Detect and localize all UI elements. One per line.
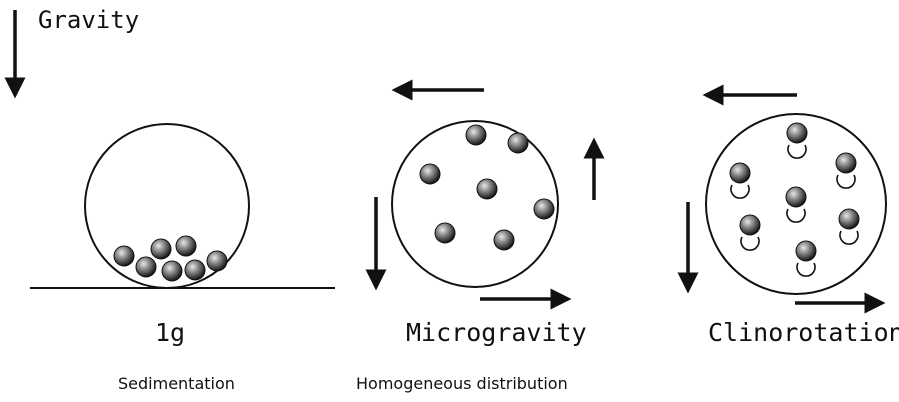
- vessel-circle: [84, 123, 250, 289]
- particle: [465, 124, 487, 146]
- description-sedimentation: Sedimentation: [118, 374, 235, 393]
- particle: [434, 222, 456, 244]
- rotation-trail: [839, 230, 859, 245]
- panel-1g: [30, 123, 335, 289]
- panel-microgravity: [365, 79, 605, 310]
- rotation-trail: [786, 208, 806, 223]
- sedimented-particles: [113, 235, 228, 282]
- distributed-particles: [419, 124, 555, 251]
- particle: [786, 122, 808, 144]
- rotation-trail: [836, 174, 856, 189]
- particle: [795, 240, 817, 262]
- rotation-trail: [796, 262, 816, 277]
- condition-label-clinorotation: Clinorotation: [708, 318, 899, 347]
- rotating-particles: [729, 122, 860, 277]
- particle: [419, 163, 441, 185]
- particle: [135, 256, 157, 278]
- particle: [175, 235, 197, 257]
- vessel-circle: [391, 120, 559, 288]
- particle: [476, 178, 498, 200]
- particle: [507, 132, 529, 154]
- panel-clinorotation: [677, 84, 887, 314]
- gravity-label: Gravity: [38, 6, 140, 34]
- particle: [161, 260, 183, 282]
- particle: [739, 214, 761, 236]
- particle: [206, 250, 228, 272]
- rotation-trail: [730, 184, 750, 199]
- particle: [729, 162, 751, 184]
- particle: [493, 229, 515, 251]
- rotation-trail: [787, 144, 807, 159]
- particle: [533, 198, 555, 220]
- particle: [150, 238, 172, 260]
- particle: [835, 152, 857, 174]
- particle: [838, 208, 860, 230]
- particle: [184, 259, 206, 281]
- particle: [785, 186, 807, 208]
- condition-label-microgravity: Microgravity: [406, 318, 587, 347]
- condition-label-1g: 1g: [155, 318, 186, 347]
- vessel-circle: [705, 113, 887, 295]
- rotation-trail: [740, 236, 760, 251]
- description-homogeneous: Homogeneous distribution: [356, 374, 568, 393]
- particle: [113, 245, 135, 267]
